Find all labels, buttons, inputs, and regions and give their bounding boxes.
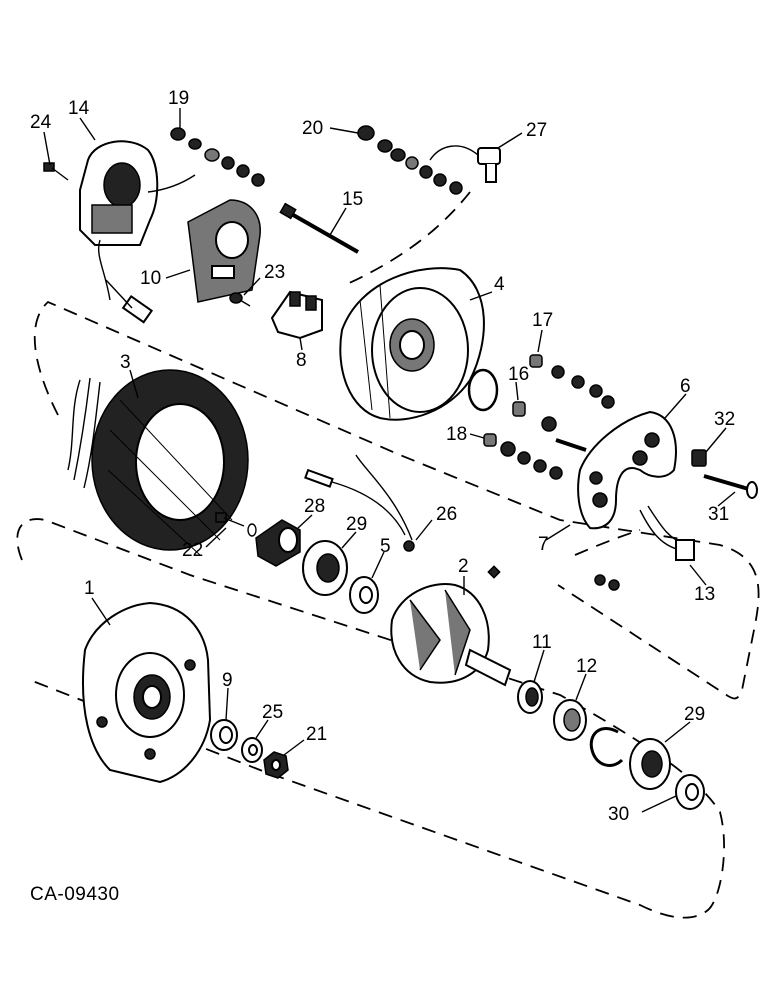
callout-16: 16 [508,364,529,385]
retaining-clip [589,726,624,767]
part-15-through-bolt [279,202,359,254]
part-6-rectifier [555,410,677,530]
part-29-bearing-lower [629,738,671,790]
part-10-gasket [187,199,261,303]
part-28-bushing [255,519,301,567]
lead-dash-15 [344,191,471,286]
callout-17: 17 [532,310,553,331]
callout-4: 4 [494,274,505,295]
callout-1: 1 [84,578,95,599]
callout-23: 23 [264,262,285,283]
part-23-screw [229,292,251,307]
part-3-stator [67,369,249,556]
part-12-collar [553,699,587,741]
part-14-housing [79,140,196,324]
callout-28: 28 [304,496,325,517]
part-11-spacer [517,680,543,714]
callout-12: 12 [576,656,597,677]
callout-22: 22 [182,540,203,561]
assembly-boundary-lower [16,518,725,919]
callout-31: 31 [708,504,729,525]
callout-32: 32 [714,409,735,430]
part-24-screw [43,162,69,181]
part-21-nut [263,751,289,779]
callout-3: 3 [120,352,131,373]
callout-7: 7 [538,534,549,555]
callout-10: 10 [140,268,161,289]
part-25-washer [241,737,263,763]
callout-14: 14 [68,98,90,119]
part-1-drive-end-frame [82,601,212,784]
callout-18: 18 [446,424,467,445]
callout-labels: 24 14 19 20 27 15 10 23 4 8 17 3 16 6 32… [30,88,735,825]
callout-20: 20 [302,118,323,139]
part-8-regulator [270,290,323,340]
part-5-washer [349,576,379,614]
part-19-insulators [170,127,265,187]
callout-6: 6 [680,376,691,397]
part-29-bearing-upper [302,540,348,596]
part-22-screw [215,512,257,537]
drawing-code: CA-09430 [30,884,120,905]
callout-25: 25 [262,702,283,723]
part-20-insulators [357,125,463,195]
callout-5: 5 [380,536,391,557]
part-27-capacitor-lead [429,145,501,183]
assembly-boundary-upper [33,300,760,700]
part-18-insulators [483,433,563,480]
callout-11: 11 [532,632,552,653]
part-16-o-ring [467,368,615,432]
callout-29-upper: 29 [346,514,367,535]
part-30-washer [675,774,705,810]
callout-30: 30 [608,804,629,825]
part-32-nut [691,449,707,467]
callout-29-lower: 29 [684,704,705,725]
callout-24: 24 [30,112,52,133]
callout-27: 27 [526,120,547,141]
leader-lines [43,108,736,813]
callout-2: 2 [458,556,469,577]
callout-9: 9 [222,670,233,691]
lead-dash-13 [574,529,641,556]
callout-8: 8 [296,350,307,371]
callout-15: 15 [342,189,363,210]
part-17-insulators [529,354,603,398]
callout-13: 13 [694,584,715,605]
callout-26: 26 [436,504,457,525]
part-31-bolt [703,474,758,499]
part-2-rotor [390,565,512,687]
part-4-frame [339,267,485,421]
callout-19: 19 [168,88,189,109]
part-13-harness [594,505,695,591]
callout-21: 21 [306,724,327,745]
part-26-lead [304,454,415,552]
part-9-bearing [210,719,238,751]
